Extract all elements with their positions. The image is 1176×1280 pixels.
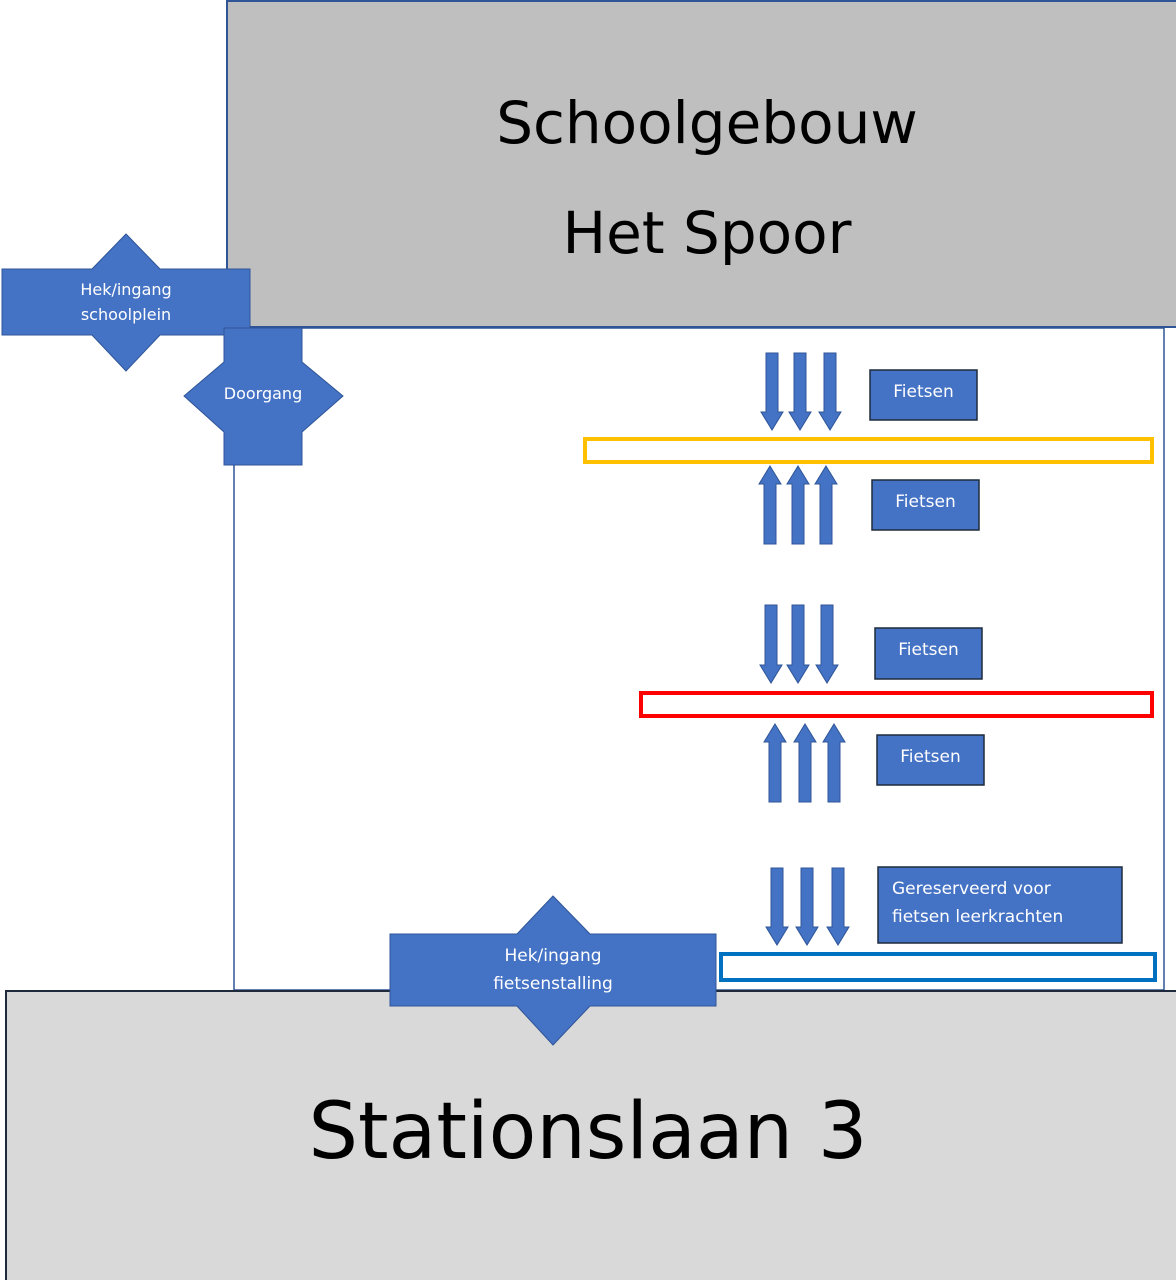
reserved-label-box: [877, 866, 1123, 944]
school-title-line1: Schoolgebouw: [496, 89, 918, 157]
arrow-up-icon: [763, 723, 787, 803]
gate-fietsenstalling-arrow: [389, 895, 717, 1046]
school-title-line2: Het Spoor: [562, 199, 852, 267]
reserved-line2: fietsen leerkrachten: [892, 907, 1064, 927]
school-title: Schoolgebouw Het Spoor: [227, 68, 1176, 288]
gate-schoolplein-label: Hek/ingang schoolplein: [2, 269, 250, 335]
street-title: Stationslaan 3: [308, 1087, 868, 1177]
gate-fietsenstalling-line2: fietsenstalling: [493, 974, 613, 994]
arrow-down-icon: [760, 352, 784, 431]
gate-fietsenstalling-line1: Hek/ingang: [504, 946, 602, 966]
gate-fietsenstalling-label: Hek/ingang fietsenstalling: [390, 934, 716, 1006]
bike-label-box: [874, 627, 983, 680]
reserved-label: Gereserveerd voor fietsen leerkrachten: [892, 873, 1118, 933]
bike-label: Fietsen: [898, 640, 959, 660]
bike-rack-yellow: [583, 437, 1154, 464]
bike-label-box: [871, 479, 980, 531]
arrow-up-icon: [786, 465, 810, 545]
bike-label: Fietsen: [900, 747, 961, 767]
arrow-down-icon: [786, 604, 810, 684]
gate-schoolplein-arrow: [1, 233, 251, 372]
bike-label: Fietsen: [895, 492, 956, 512]
gate-schoolplein-line2: schoolplein: [80, 305, 172, 324]
arrow-down-icon: [765, 867, 789, 946]
arrow-down-icon: [818, 352, 842, 431]
arrow-up-icon: [793, 723, 817, 803]
street-area: [5, 990, 1176, 1280]
doorgang-label: Doorgang: [223, 383, 303, 403]
bike-label-box: [869, 369, 978, 421]
bike-label: Fietsen: [893, 382, 954, 402]
school-building: [226, 0, 1176, 328]
arrow-up-icon: [758, 465, 782, 545]
arrow-down-icon: [788, 352, 812, 431]
doorgang-arrow: [183, 327, 344, 466]
arrow-up-icon: [814, 465, 838, 545]
bike-rack-teachers: [719, 952, 1157, 982]
reserved-line1: Gereserveerd voor: [892, 879, 1051, 899]
gate-schoolplein-line1: Hek/ingang: [80, 280, 172, 299]
bike-label-box: [876, 734, 985, 786]
arrow-down-icon: [759, 604, 783, 684]
arrow-up-icon: [822, 723, 846, 803]
arrow-down-icon: [826, 867, 850, 946]
bike-rack-red: [639, 691, 1154, 718]
arrow-down-icon: [815, 604, 839, 684]
arrow-down-icon: [795, 867, 819, 946]
